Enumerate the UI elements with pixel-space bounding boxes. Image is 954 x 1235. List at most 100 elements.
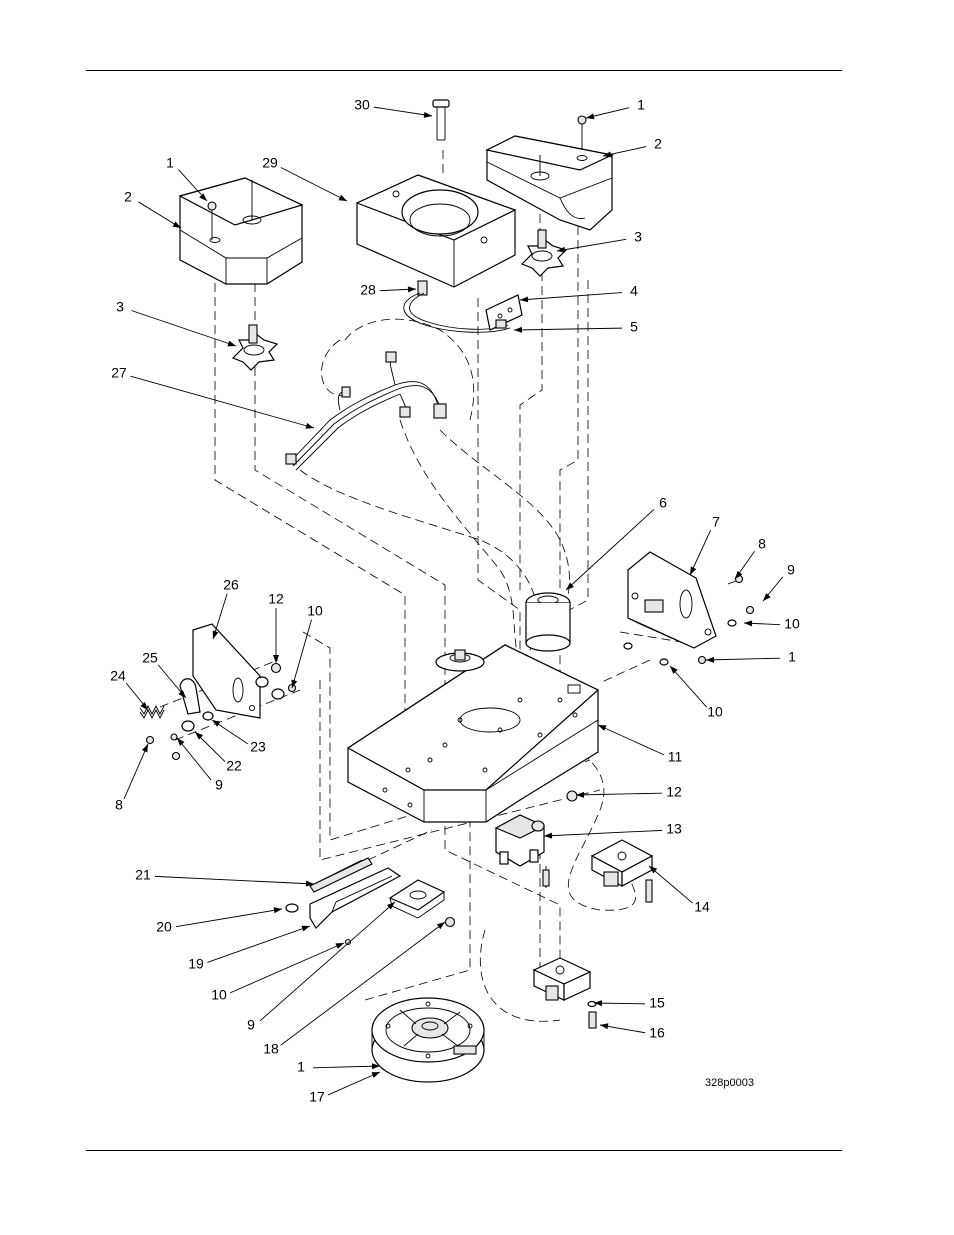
leader-line	[556, 238, 627, 252]
callout-c9c: 9	[247, 901, 396, 1033]
callout-number: 1	[166, 155, 174, 171]
callout-number: 12	[666, 784, 682, 800]
callout-c9b: 9	[176, 737, 223, 793]
leader-line	[669, 665, 708, 708]
part-24-spring	[139, 704, 165, 720]
part-4-circuit-board	[485, 294, 523, 331]
part-16-bolt	[588, 1011, 597, 1029]
callout-c18: 18	[263, 921, 446, 1057]
part-30-bolt	[432, 99, 450, 141]
callout-c8b: 8	[115, 743, 149, 813]
pulley	[435, 649, 485, 672]
callout-number: 9	[247, 1017, 255, 1033]
leader-arrowhead	[706, 656, 715, 663]
part-25-lever	[179, 678, 201, 715]
callout-c9a: 9	[762, 562, 795, 602]
callout-c22: 22	[194, 731, 242, 774]
callout-number: 2	[124, 189, 132, 205]
callout-number: 16	[649, 1025, 665, 1041]
callout-c1d: 1	[297, 1059, 381, 1075]
part-1-screw-right	[577, 115, 587, 150]
part-10-washer-left	[255, 676, 297, 700]
callout-number: 22	[226, 758, 242, 774]
callout-c19: 19	[188, 925, 311, 972]
leader-arrowhead	[141, 744, 148, 753]
callout-c26: 26	[212, 577, 239, 640]
leader-arrowhead	[557, 246, 566, 253]
callout-c28: 28	[360, 282, 417, 298]
part-9-washer-right	[745, 605, 755, 615]
leader-arrowhead	[603, 151, 612, 158]
part-12-nut-left	[270, 662, 282, 674]
callout-number: 13	[666, 821, 682, 837]
part-29-center-cover	[355, 174, 517, 288]
callout-number: 6	[659, 495, 667, 511]
leader-line	[207, 925, 311, 963]
callout-number: 1	[637, 97, 645, 113]
leader-arrowhead	[305, 880, 314, 887]
part-20-washer	[285, 903, 299, 913]
leader-arrowhead	[212, 720, 221, 727]
callout-number: 1	[297, 1059, 305, 1075]
footer-rule	[86, 1150, 842, 1151]
part-9-washer-left	[170, 733, 178, 741]
callout-number: 10	[784, 616, 800, 632]
leader-line	[176, 737, 212, 781]
leader-line	[280, 921, 446, 1046]
callout-number: 21	[135, 867, 151, 883]
callout-number: 3	[634, 229, 642, 245]
callout-c10d: 10	[211, 942, 345, 1003]
part-18-bracket	[388, 879, 446, 919]
part-7-right-bracket	[627, 551, 717, 649]
callout-number: 24	[110, 668, 126, 684]
callout-number: 9	[787, 562, 795, 578]
callout-number: 19	[188, 956, 204, 972]
part-1-screw-slide	[444, 916, 456, 928]
callout-number: 27	[111, 365, 127, 381]
part-10-washer-right	[727, 619, 737, 627]
callout-number: 10	[307, 603, 323, 619]
leader-arrowhead	[273, 655, 279, 663]
part-10-washer-slide	[344, 938, 352, 946]
callout-number: 9	[215, 777, 223, 793]
callout-c2a: 2	[602, 136, 662, 158]
callout-c25: 25	[142, 650, 187, 699]
leader-arrowhead	[301, 925, 310, 932]
leader-arrowhead	[172, 221, 181, 228]
callout-c2b: 2	[124, 189, 182, 229]
callout-number: 25	[142, 650, 158, 666]
leader-arrowhead	[514, 326, 523, 333]
callout-number: 30	[354, 97, 370, 113]
callout-c10b: 10	[743, 616, 800, 632]
part-14-motor-upper	[590, 839, 654, 903]
leader-arrowhead	[690, 566, 697, 575]
leader-line	[280, 167, 348, 202]
leader-arrowhead	[335, 943, 344, 949]
leader-line	[312, 1065, 381, 1069]
callout-c1c: 1	[705, 649, 796, 665]
callout-c6: 6	[565, 495, 667, 591]
leader-arrowhead	[735, 570, 743, 579]
callout-c20: 20	[156, 907, 283, 935]
callout-number: 26	[223, 577, 239, 593]
part-28-sensor	[403, 280, 511, 333]
leader-line	[175, 908, 283, 928]
callout-number: 1	[788, 649, 796, 665]
part-1-screw-left	[207, 201, 217, 240]
leader-arrowhead	[670, 666, 678, 674]
leader-arrowhead	[436, 922, 445, 930]
leader-arrowhead	[386, 902, 395, 910]
leader-line	[130, 375, 315, 429]
leader-arrowhead	[576, 791, 585, 798]
leader-arrowhead	[177, 738, 185, 746]
leader-arrowhead	[305, 422, 314, 429]
callout-number: 18	[263, 1041, 279, 1057]
callout-c7: 7	[689, 514, 720, 576]
leader-arrowhead	[520, 296, 529, 303]
part-11-base-plate	[346, 644, 600, 823]
leader-line	[565, 508, 655, 591]
leader-arrowhead	[178, 690, 186, 698]
part-23-washer	[202, 711, 214, 721]
